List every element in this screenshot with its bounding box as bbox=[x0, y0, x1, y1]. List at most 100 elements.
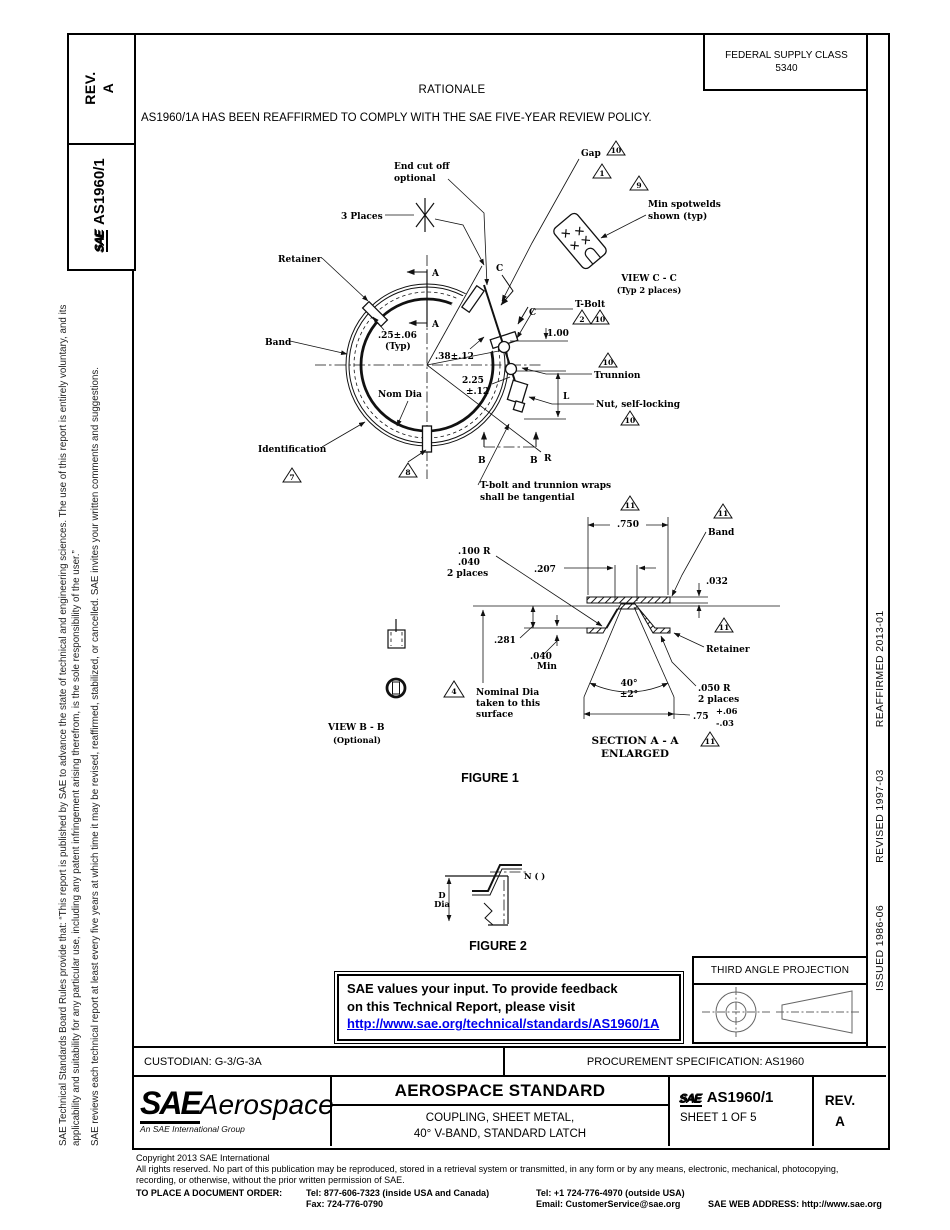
logo-tagline: An SAE International Group bbox=[140, 1124, 245, 1134]
fig1-section-b-label-1: B bbox=[478, 456, 486, 466]
fsc-line2: 5340 bbox=[775, 63, 798, 74]
sae-logo-icon: SAE bbox=[91, 230, 108, 252]
order-info-grid: TO PLACE A DOCUMENT ORDER: Tel: 877-606-… bbox=[136, 1188, 936, 1210]
doc-title-line-1: COUPLING, SHEET METAL, bbox=[425, 1112, 575, 1124]
order-label: TO PLACE A DOCUMENT ORDER: bbox=[136, 1187, 283, 1198]
saa-flag-triangles: 11 11 11 11 bbox=[620, 495, 734, 747]
svg-text:11: 11 bbox=[718, 509, 728, 518]
fig1-nom-dia-label: Nom Dia bbox=[378, 390, 422, 400]
saa-dim-75: .75 bbox=[693, 712, 709, 722]
issued-date: ISSUED 1986-06 bbox=[873, 904, 886, 991]
spotweld-detail bbox=[553, 212, 607, 270]
view-bb-title: VIEW B - B bbox=[327, 723, 385, 733]
sae-web-address: SAE WEB ADDRESS: http://www.sae.org bbox=[708, 1198, 882, 1209]
fig1-section-a-label-1: A bbox=[431, 269, 440, 279]
svg-text:10: 10 bbox=[625, 416, 635, 425]
saa-angle-tol: ±2° bbox=[620, 690, 638, 700]
disclaimer-paragraph-2: SAE reviews each technical report at lea… bbox=[90, 366, 102, 1146]
figure1-band-coupling-view: End cut off optional Gap Min spotwelds s… bbox=[258, 140, 721, 785]
fig1-dim-38: .38±.12 bbox=[435, 352, 474, 362]
fig1-three-places-label: 3 Places bbox=[341, 212, 383, 222]
fig1-dim-100: 1.00 bbox=[547, 329, 569, 339]
title-block-center: AEROSPACE STANDARD COUPLING, SHEET METAL… bbox=[332, 1077, 668, 1146]
federal-supply-class-box: FEDERAL SUPPLY CLASS 5340 bbox=[703, 35, 868, 91]
projection-title: THIRD ANGLE PROJECTION bbox=[694, 958, 866, 985]
saa-dim-032: .032 bbox=[706, 577, 728, 587]
fig1-spotwelds-label-2: shown (typ) bbox=[648, 211, 707, 222]
doc-number-box-label: SAE AS1960/1 bbox=[69, 145, 130, 265]
rationale-statement: AS1960/1A HAS BEEN REAFFIRMED TO COMPLY … bbox=[141, 112, 652, 124]
feedback-line-1: SAE values your input. To provide feedba… bbox=[347, 981, 618, 996]
main-border bbox=[132, 33, 890, 1150]
fig1-dim-225: 2.25 bbox=[462, 376, 484, 386]
title-block-doc-number: AS1960/1 bbox=[706, 1089, 774, 1106]
doc-type-heading: AEROSPACE STANDARD bbox=[332, 1077, 668, 1106]
fig1-spotwelds-label-1: Min spotwelds bbox=[648, 200, 721, 210]
fig1-end-cut-label-2: optional bbox=[394, 174, 436, 184]
figure2-drawing: N ( ) D Dia FIGURE 2 bbox=[434, 864, 545, 953]
third-angle-projection-icon bbox=[702, 987, 859, 1037]
sae-logo-small-icon: SAE bbox=[680, 1091, 703, 1107]
fig1-tangential-note-2: shall be tangential bbox=[480, 493, 575, 503]
saa-nominal-3: surface bbox=[476, 710, 514, 720]
fig1-tbolt-label: T-Bolt bbox=[575, 300, 606, 310]
saa-tol-minus: -.03 bbox=[716, 718, 734, 728]
title-block-rev-value: A bbox=[835, 1113, 845, 1129]
svg-text:8: 8 bbox=[405, 468, 410, 477]
saa-min040a: .040 bbox=[530, 652, 552, 662]
revised-date: REVISED 1997-03 bbox=[873, 769, 886, 863]
order-fax: Fax: 724-776-0790 bbox=[306, 1198, 384, 1209]
fig2-n-label: N ( ) bbox=[524, 871, 545, 881]
fsc-line1: FEDERAL SUPPLY CLASS bbox=[725, 50, 848, 61]
fig1-identification-label: Identification bbox=[258, 445, 327, 455]
saa-dim-207: .207 bbox=[534, 565, 556, 575]
svg-text:2: 2 bbox=[579, 315, 584, 324]
rationale-heading: RATIONALE bbox=[418, 84, 486, 96]
fig2-d-label-2: Dia bbox=[434, 899, 450, 909]
sae-aerospace-logo: SAEAerospace An SAE International Group bbox=[140, 1085, 334, 1145]
procurement-text: PROCUREMENT SPECIFICATION: AS1960 bbox=[586, 1055, 805, 1068]
svg-text:9: 9 bbox=[636, 181, 641, 190]
fig1-view-c-label-2: C bbox=[529, 308, 536, 318]
section-aa-caption-2: ENLARGED bbox=[601, 748, 669, 760]
svg-text:7: 7 bbox=[289, 473, 294, 482]
fig1-trunnion-label: Trunnion bbox=[594, 371, 641, 381]
fig1-section-a-label-2: A bbox=[431, 320, 440, 330]
order-email: Email: CustomerService@sae.org bbox=[536, 1198, 681, 1209]
saa-r050: .050 R bbox=[698, 684, 731, 694]
technical-drawing: End cut off optional Gap Min spotwelds s… bbox=[258, 140, 780, 953]
saa-r100: .100 R bbox=[458, 547, 491, 557]
saa-nominal-2: taken to this bbox=[476, 699, 540, 709]
flag-note-triangles: 10 1 9 2 10 10 10 7 8 bbox=[282, 140, 649, 483]
feedback-link[interactable]: http://www.sae.org/technical/standards/A… bbox=[347, 1016, 660, 1032]
fig1-gap-label: Gap bbox=[581, 149, 601, 159]
reaffirmed-date: REAFFIRMED 2013-01 bbox=[873, 610, 886, 728]
custodian-cell: CUSTODIAN: G-3/G-3A bbox=[144, 1048, 494, 1075]
rev-label: REV. bbox=[82, 71, 98, 105]
view-bb-drawing: 4 VIEW B - B (Optional) bbox=[327, 619, 465, 745]
saa-r040: .040 bbox=[458, 558, 480, 568]
saa-retainer-label: Retainer bbox=[706, 645, 750, 655]
svg-text:10: 10 bbox=[595, 315, 605, 324]
saa-r050-places: 2 places bbox=[698, 695, 739, 705]
rev-box-label: REV. A bbox=[69, 35, 130, 141]
doc-number: AS1960/1 bbox=[91, 158, 108, 226]
copyright-line: Copyright 2013 SAE International bbox=[136, 1153, 270, 1163]
fig1-dim-25: .25±.06 bbox=[378, 331, 417, 341]
section-aa-drawing: .750 .207 .032 .100 R .040 2 places .281 bbox=[447, 495, 780, 760]
order-tel-outside: Tel: +1 724-776-4970 (outside USA) bbox=[536, 1187, 685, 1198]
svg-text:10: 10 bbox=[603, 358, 613, 367]
rev-value: A bbox=[99, 82, 116, 94]
view-cc-subtitle: (Typ 2 places) bbox=[617, 285, 682, 295]
doc-number-box bbox=[67, 143, 136, 271]
fig1-dim-225-tol: ±.12 bbox=[466, 387, 489, 397]
fig1-section-b-label-2: B bbox=[530, 456, 538, 466]
saa-tol-plus: +.06 bbox=[716, 706, 738, 716]
svg-text:11: 11 bbox=[719, 623, 729, 632]
fig1-dim-l: L bbox=[563, 392, 570, 402]
saa-band-label: Band bbox=[708, 528, 735, 538]
saa-angle: 40° bbox=[620, 679, 637, 689]
figure1-caption: FIGURE 1 bbox=[461, 771, 519, 785]
title-block-rev-label: REV. bbox=[824, 1093, 856, 1109]
rights-line-1: All rights reserved. No part of this pub… bbox=[136, 1163, 839, 1174]
